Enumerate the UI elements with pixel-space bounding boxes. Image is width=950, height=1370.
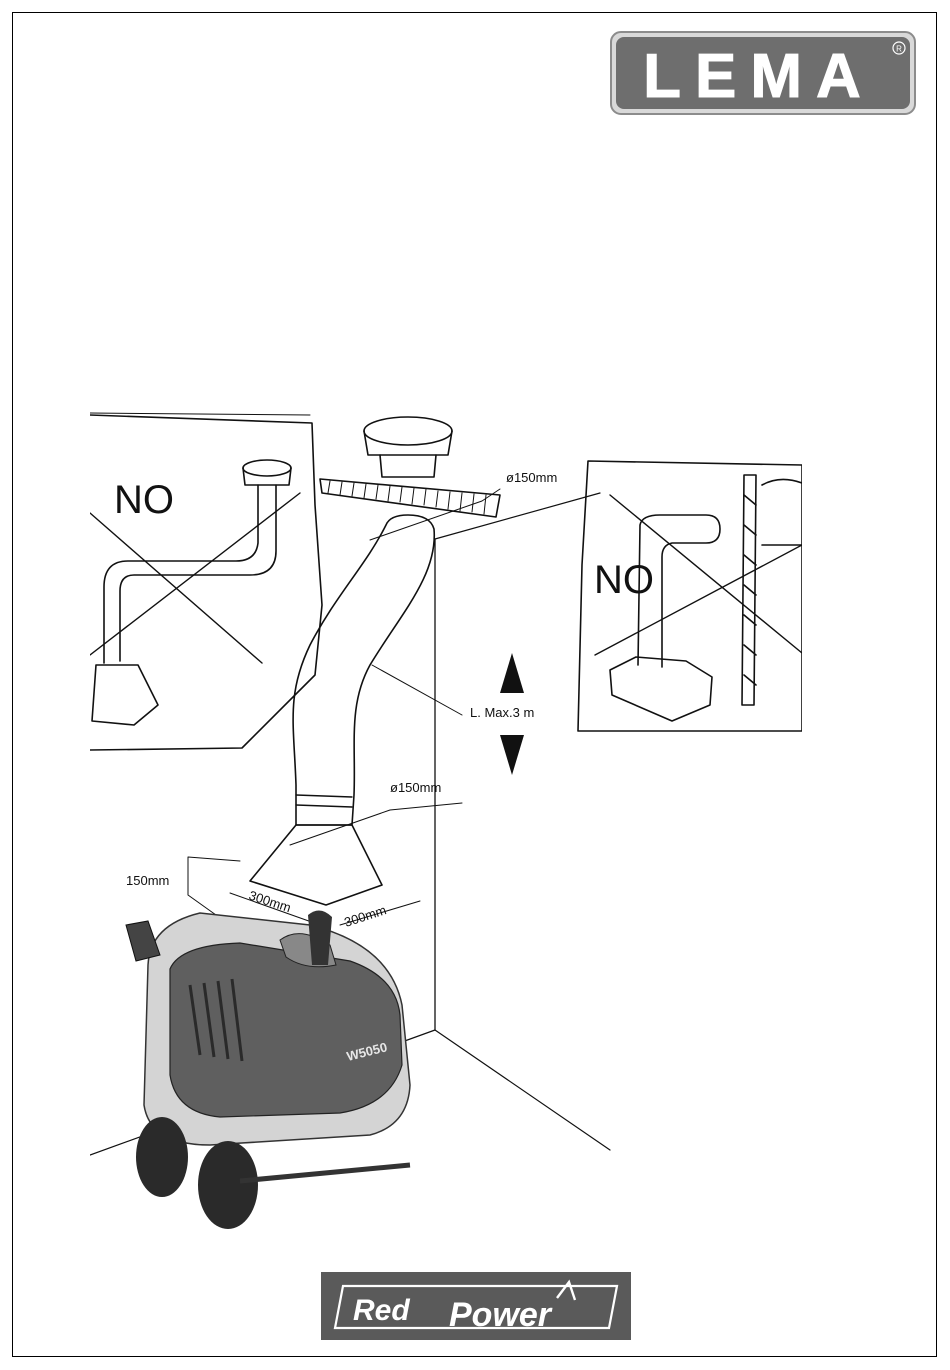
bottom-diameter-label: ø150mm [390, 780, 441, 795]
right-panel-no-label: NO [594, 558, 654, 602]
length-leader [372, 665, 462, 715]
flex-duct [293, 515, 434, 825]
ceiling-line [90, 413, 310, 415]
redpower-logo: Red Power [321, 1272, 631, 1340]
lema-logo-text: LEMA [643, 42, 875, 111]
registered-mark: R [896, 45, 902, 54]
left-panel-frame [90, 415, 322, 750]
clearance-label: 150mm [126, 873, 169, 888]
ceiling-slab [320, 479, 500, 517]
chimney-cap-icon [364, 417, 452, 477]
duct-clamp [296, 795, 352, 807]
top-diameter-label: ø150mm [506, 470, 557, 485]
redpower-logo-word2: Power [449, 1296, 553, 1334]
length-label: L. Max.3 m [470, 705, 534, 720]
installation-diagram: W5050 NO NO ø150mm L. Max.3 m ø150mm 150… [90, 365, 802, 1255]
left-panel-no-label: NO [114, 478, 174, 522]
redpower-logo-word1: Red [353, 1294, 410, 1327]
floor-line [435, 1030, 610, 1150]
bottom-diameter-leader [290, 803, 462, 845]
lema-logo: LEMA R [609, 30, 917, 116]
pressure-washer-image: W5050 [126, 910, 410, 1229]
hood-depth-label: 300mm [342, 902, 388, 930]
wall-top-line [435, 493, 600, 539]
